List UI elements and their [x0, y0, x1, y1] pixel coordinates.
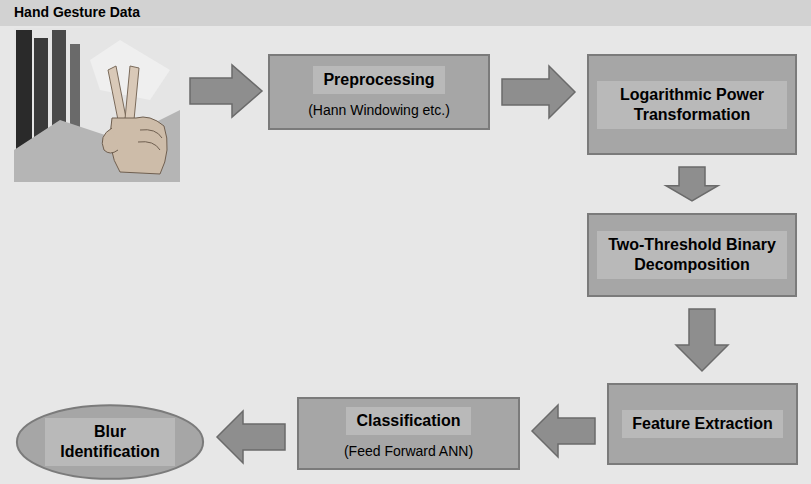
- input-arrow: [190, 65, 262, 117]
- block-arrow: [502, 66, 575, 118]
- block-arrow: [676, 309, 728, 371]
- block-arrow: [666, 167, 718, 201]
- box-subtext: (Hann Windowing etc.): [308, 102, 450, 119]
- box-heading: Classification: [346, 407, 470, 435]
- box-heading: Feature Extraction: [622, 410, 782, 438]
- box-subtext: (Feed Forward ANN): [344, 443, 473, 460]
- result-ellipse: Blur Identification: [15, 404, 205, 480]
- box-heading: Preprocessing: [313, 66, 444, 94]
- process-box: Logarithmic Power Transformation: [587, 54, 797, 155]
- block-arrow: [532, 405, 595, 457]
- process-box: Preprocessing (Hann Windowing etc.): [268, 54, 490, 130]
- box-heading: Blur Identification: [45, 418, 175, 466]
- process-box: Two-Threshold Binary Decomposition: [587, 213, 797, 297]
- block-arrow: [217, 411, 285, 463]
- diagram-title: Hand Gesture Data: [14, 4, 140, 20]
- process-box: Feature Extraction: [607, 383, 798, 465]
- box-heading: Two-Threshold Binary Decomposition: [597, 231, 787, 279]
- box-heading: Logarithmic Power Transformation: [597, 81, 787, 129]
- process-box: Classification (Feed Forward ANN): [297, 397, 520, 470]
